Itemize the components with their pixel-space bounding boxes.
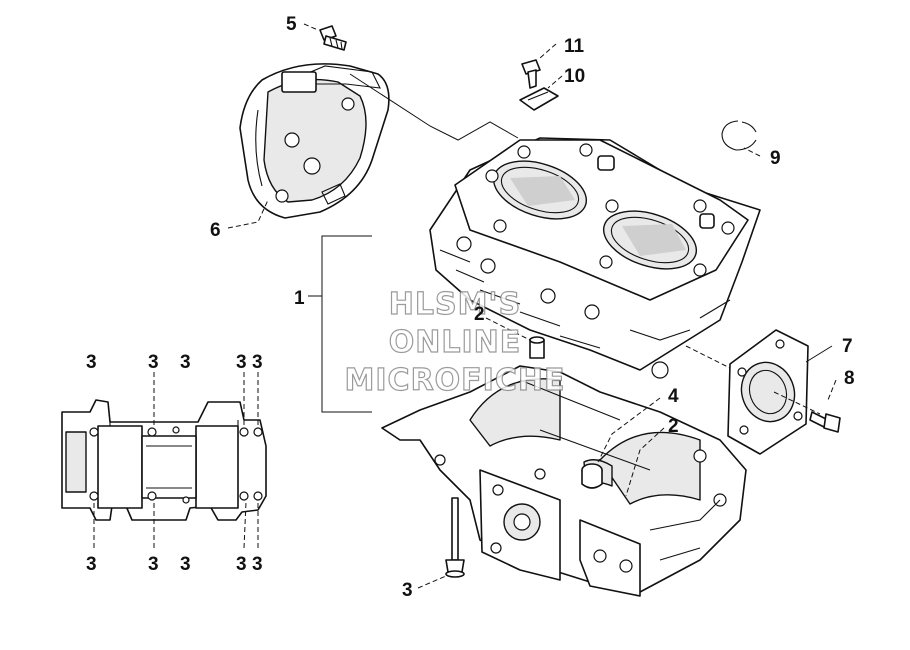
bolt-5-part xyxy=(319,25,347,51)
callout-3-bottom-4: 3 xyxy=(236,554,247,575)
callout-3-top-5: 3 xyxy=(252,352,263,373)
upper-crankcase-part xyxy=(429,137,761,379)
bolt-11-part xyxy=(521,59,541,89)
callout-4: 4 xyxy=(668,386,679,407)
callout-3-top-2: 3 xyxy=(148,352,159,373)
long-bolt-3-part xyxy=(445,497,465,578)
callout-9: 9 xyxy=(770,148,781,169)
watermark-line-1: HLSM'S xyxy=(389,287,521,322)
callout-3-top-3: 3 xyxy=(180,352,191,373)
lower-crankcase-part xyxy=(381,365,747,597)
bushing-4-part xyxy=(581,463,603,489)
watermark-line-2: ONLINE xyxy=(389,325,522,360)
callout-3-bottom-2: 3 xyxy=(148,554,159,575)
watermark: HLSM'S ONLINE MICROFICHE xyxy=(344,286,566,398)
callouts: 5 6 11 10 9 1 2 7 8 4 2 3 3 3 3 3 3 3 3 … xyxy=(86,14,855,601)
dowel-pin-upper-part xyxy=(529,336,545,359)
callout-7: 7 xyxy=(842,336,853,357)
callout-2-lower: 2 xyxy=(668,416,679,437)
leader-lines xyxy=(93,23,837,589)
callout-3-bottom-3: 3 xyxy=(180,554,191,575)
callout-3-top-1: 3 xyxy=(86,352,97,373)
callout-6: 6 xyxy=(210,220,221,241)
callout-11: 11 xyxy=(564,36,585,57)
magneto-housing-part xyxy=(239,63,390,219)
callout-5: 5 xyxy=(286,14,297,35)
snap-ring-9-part xyxy=(721,120,757,151)
assembly-bracket xyxy=(308,235,372,413)
crankcase-end-view xyxy=(61,399,267,521)
flange-gasket-7-part xyxy=(727,329,809,455)
gasket-10-part xyxy=(519,87,559,111)
callout-2-upper: 2 xyxy=(474,304,485,325)
callout-1: 1 xyxy=(294,288,305,309)
callout-3-bolt: 3 xyxy=(402,580,413,601)
watermark-line-3: MICROFICHE xyxy=(345,363,566,398)
callout-8: 8 xyxy=(844,368,855,389)
callout-3-bottom-1: 3 xyxy=(86,554,97,575)
callout-10: 10 xyxy=(564,66,585,87)
callout-3-bottom-5: 3 xyxy=(252,554,263,575)
flange-bolt-8-part xyxy=(809,411,841,433)
callout-3-top-4: 3 xyxy=(236,352,247,373)
